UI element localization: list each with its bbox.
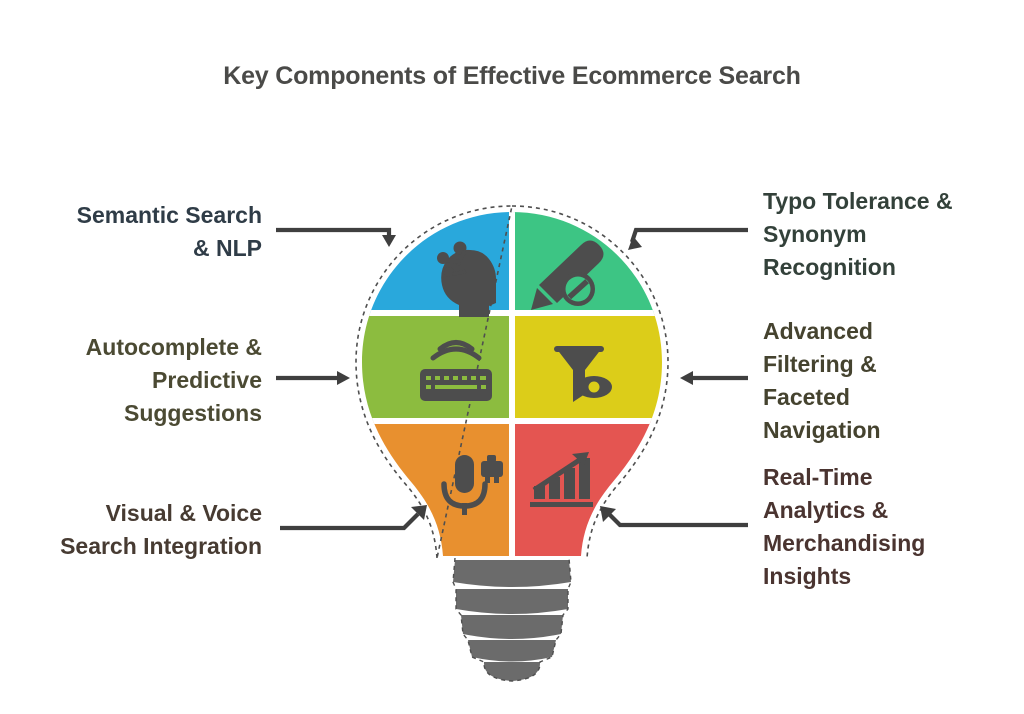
bulb-screw-base <box>452 557 572 682</box>
label-visual-voice-search: Visual & Voice Search Integration <box>60 500 262 560</box>
keyboard-wifi-icon <box>420 340 492 401</box>
divider-vertical <box>509 212 515 556</box>
divider-horizontal-bottom <box>362 418 662 424</box>
pen-blocked-icon <box>531 240 604 310</box>
label-semantic-search: Semantic Search & NLP <box>76 202 262 262</box>
segment-advanced-filtering[interactable] <box>512 313 684 421</box>
arrow-realtime-analytics <box>600 506 748 528</box>
bulb-segments <box>340 212 684 571</box>
label-autocomplete: Autocomplete & Predictive Suggestions <box>85 334 262 427</box>
divider-horizontal-top <box>362 310 662 316</box>
label-realtime-analytics: Real-Time Analytics & Merchandising Insi… <box>763 464 926 590</box>
segment-visual-voice[interactable] <box>340 421 512 571</box>
label-typo-tolerance: Typo Tolerance & Synonym Recognition <box>763 188 953 281</box>
head-thinking-icon <box>437 241 496 317</box>
bar-chart-trend-icon <box>530 452 593 507</box>
bulb-outline-dashed <box>355 205 669 559</box>
arrow-advanced-filtering <box>680 371 748 385</box>
segment-autocomplete[interactable] <box>340 313 512 421</box>
funnel-eye-icon <box>554 346 612 402</box>
label-advanced-filtering: Advanced Filtering & Faceted Navigation <box>763 318 881 444</box>
arrow-semantic-search <box>276 227 396 247</box>
arrow-autocomplete <box>276 371 350 385</box>
arrow-visual-voice <box>280 505 427 531</box>
page-title: Key Components of Effective Ecommerce Se… <box>223 62 801 90</box>
arrow-typo-tolerance <box>628 227 748 250</box>
microphone-camera-icon <box>441 455 503 515</box>
